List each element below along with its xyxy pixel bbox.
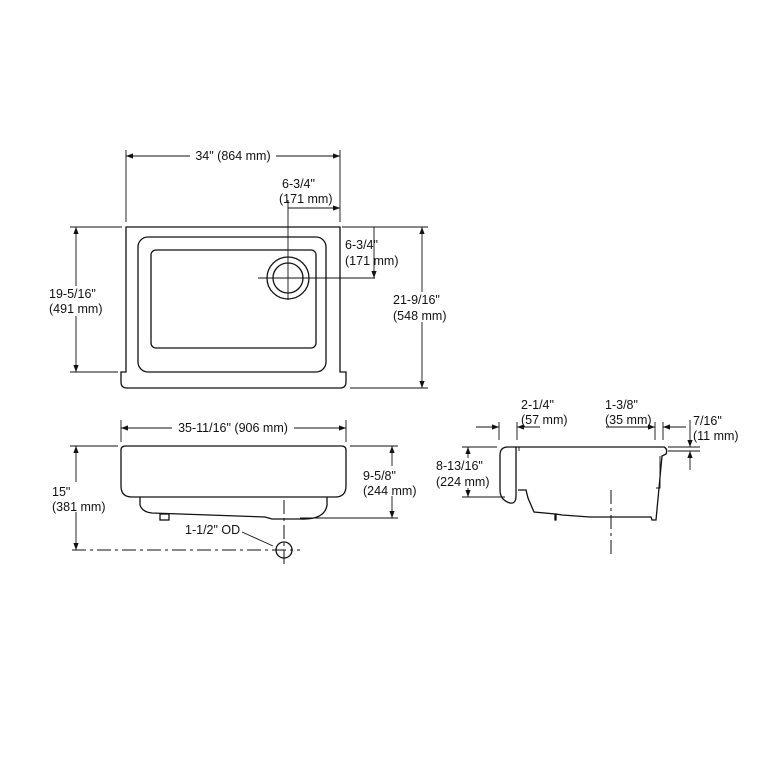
rear-mm: (35 mm) xyxy=(605,413,652,427)
apron-label: 2-1/4" xyxy=(521,398,554,412)
drain-x-label: 6-3/4" xyxy=(282,177,315,191)
front-bowl xyxy=(139,497,328,520)
drain-outlet-icon xyxy=(275,541,293,559)
bowl-height-label: 9-5/8" xyxy=(363,469,396,483)
height-mm: (381 mm) xyxy=(52,500,105,514)
apron-profile xyxy=(499,446,517,504)
width-label: 34" (864 mm) xyxy=(195,149,270,163)
apron-height-mm: (224 mm) xyxy=(436,475,489,489)
apron-height-label: 8-13/16" xyxy=(436,459,483,473)
height-label: 15" xyxy=(52,485,70,499)
rear-label: 1-3/8" xyxy=(605,398,638,412)
rim-mm: (11 mm) xyxy=(693,429,739,443)
drain-y-mm: (171 mm) xyxy=(345,254,398,268)
sink-outline xyxy=(120,226,347,389)
drain-y-label: 6-3/4" xyxy=(345,238,378,252)
overall-depth-label: 21-9/16" xyxy=(393,293,440,307)
basin xyxy=(150,249,317,349)
overflow xyxy=(159,513,170,521)
top-view: 34" (864 mm) 6-3/4" (171 mm) 6-3/4" (171… xyxy=(46,149,454,389)
apron-mm: (57 mm) xyxy=(521,413,568,427)
bowl-depth-label: 19-5/16" xyxy=(49,287,96,301)
front-width-label: 35-11/16" (906 mm) xyxy=(178,421,288,435)
bowl-depth-mm: (491 mm) xyxy=(49,302,102,316)
rim-label: 7/16" xyxy=(693,414,722,428)
side-view: 2-1/4" (57 mm) 1-3/8" (35 mm) 7/16" (11 … xyxy=(434,398,739,555)
drain-centerlines xyxy=(258,200,375,300)
overall-depth-mm: (548 mm) xyxy=(393,309,446,323)
front-outline xyxy=(120,445,347,498)
bowl-height-mm: (244 mm) xyxy=(363,484,416,498)
rim-inner xyxy=(137,236,327,373)
drain-x-mm: (171 mm) xyxy=(279,192,332,206)
drain-od-label: 1-1/2" OD xyxy=(185,523,240,537)
side-profile xyxy=(516,446,668,521)
front-view: 35-11/16" (906 mm) 15" (381 mm) 9-5/8" (… xyxy=(48,420,424,565)
